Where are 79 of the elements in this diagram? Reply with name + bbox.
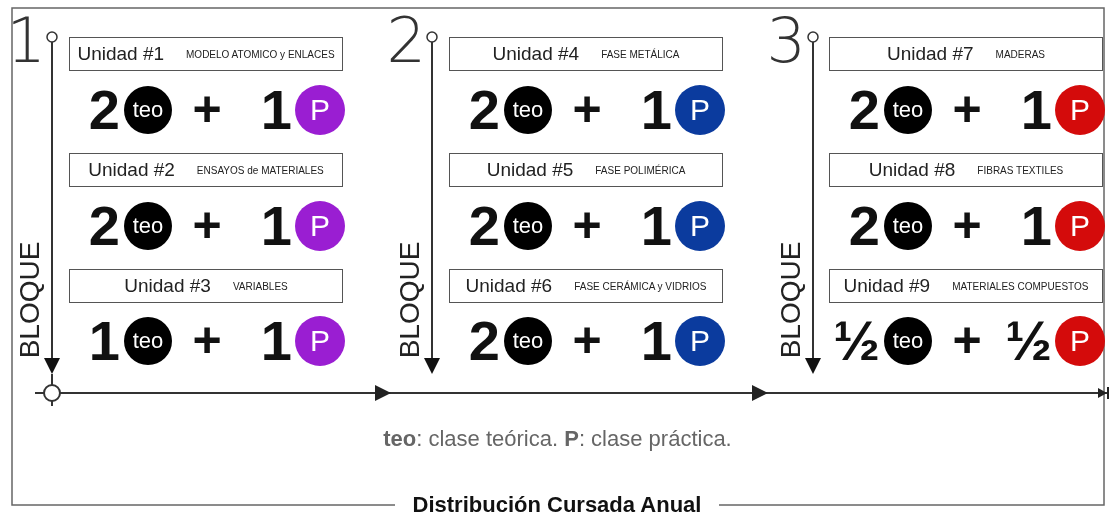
unit-title-box <box>829 37 1103 71</box>
unit-title-box <box>829 153 1103 187</box>
unit-number: Unidad #3 <box>124 275 211 297</box>
unit-number: Unidad #9 <box>843 275 931 297</box>
practice-circle: P <box>675 316 725 366</box>
unit-title-box <box>449 37 723 71</box>
unit-title-box <box>829 269 1103 303</box>
theory-circle: teo <box>124 317 172 365</box>
unit-topic: FIBRAS TEXTILES <box>977 164 1064 176</box>
legend-note: teo: clase teórica. P: clase práctica. <box>382 426 733 452</box>
unit-number: Unidad #2 <box>88 159 175 181</box>
unit-title-box <box>449 269 723 303</box>
unit-topic: VARIABLES <box>232 280 288 292</box>
plus-sign: + <box>571 80 603 138</box>
plus-sign: + <box>191 311 223 369</box>
unit-number: Unidad #4 <box>492 43 580 65</box>
theory-circle: teo <box>124 202 172 250</box>
unit-number: Unidad #8 <box>868 159 956 181</box>
count-number: 2 <box>468 311 500 371</box>
practice-circle: P <box>1055 201 1105 251</box>
practice-circle: P <box>675 85 725 135</box>
count-number: 2 <box>848 80 880 140</box>
count-number: 2 <box>848 196 880 256</box>
theory-circle: teo <box>504 86 552 134</box>
unit-title-box <box>69 37 343 71</box>
unit-number: Unidad #6 <box>465 275 553 297</box>
count-number: 1 <box>640 196 672 256</box>
count-number: 2 <box>88 196 120 256</box>
unit-topic: MODELO ATOMICO y ENLACES <box>186 48 335 60</box>
practice-circle: P <box>295 201 345 251</box>
block-label: BLOQUE <box>15 240 45 360</box>
count-number: 2 <box>88 80 120 140</box>
unit-title-box <box>69 269 343 303</box>
count-number: 1 <box>260 80 292 140</box>
plus-sign: + <box>951 80 983 138</box>
practice-circle: P <box>1055 85 1105 135</box>
block-number: 1 <box>6 6 46 76</box>
practice-circle: P <box>675 201 725 251</box>
unit-topic: FASE CERÁMICA y VIDRIOS <box>574 280 707 292</box>
count-number: 1 <box>1020 196 1052 256</box>
unit-number: Unidad #1 <box>77 43 165 65</box>
practice-circle: P <box>295 316 345 366</box>
plus-sign: + <box>571 311 603 369</box>
plus-sign: + <box>951 311 983 369</box>
block-number: 3 <box>766 6 806 76</box>
block-number: 2 <box>386 6 426 76</box>
plus-sign: + <box>191 80 223 138</box>
unit-topic: MADERAS <box>995 48 1046 60</box>
count-number: ½ <box>833 311 880 371</box>
theory-circle: teo <box>884 317 932 365</box>
theory-circle: teo <box>504 202 552 250</box>
theory-circle: teo <box>124 86 172 134</box>
plus-sign: + <box>191 196 223 254</box>
practice-circle: P <box>295 85 345 135</box>
unit-number: Unidad #5 <box>486 159 574 181</box>
block-label: BLOQUE <box>776 240 806 360</box>
count-number: 1 <box>88 311 120 371</box>
unit-title-box <box>69 153 343 187</box>
unit-topic: FASE POLIMÉRICA <box>595 164 686 176</box>
theory-circle: teo <box>884 202 932 250</box>
count-number: 1 <box>640 80 672 140</box>
theory-circle: teo <box>504 317 552 365</box>
count-number: ½ <box>1005 311 1052 371</box>
count-number: 1 <box>640 311 672 371</box>
unit-topic: MATERIALES COMPUESTOS <box>952 280 1089 292</box>
count-number: 2 <box>468 80 500 140</box>
count-number: 1 <box>1020 80 1052 140</box>
unit-number: Unidad #7 <box>886 43 974 65</box>
block-label: BLOQUE <box>395 240 425 360</box>
practice-circle: P <box>1055 316 1105 366</box>
count-number: 1 <box>260 196 292 256</box>
unit-topic: FASE METÁLICA <box>601 48 680 60</box>
count-number: 1 <box>260 311 292 371</box>
plus-sign: + <box>571 196 603 254</box>
count-number: 2 <box>468 196 500 256</box>
theory-circle: teo <box>884 86 932 134</box>
unit-title-box <box>449 153 723 187</box>
unit-topic: ENSAYOS de MATERIALES <box>196 164 324 176</box>
plus-sign: + <box>951 196 983 254</box>
